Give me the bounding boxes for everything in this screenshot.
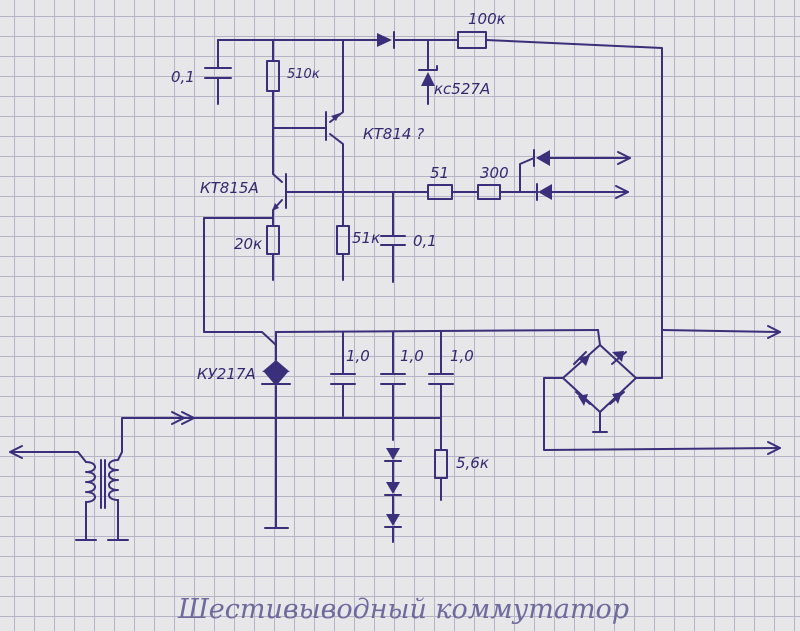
label-r-51k: 51к xyxy=(352,229,380,247)
rail-to-kt814 xyxy=(329,39,344,123)
output-diodes xyxy=(519,149,631,201)
label-c-top: 0,1 xyxy=(171,68,195,86)
transistor-kt815a xyxy=(272,127,344,227)
capacitor-1uf-b xyxy=(380,331,406,441)
thyristor-ku217a xyxy=(261,331,291,529)
diode-top xyxy=(374,31,429,49)
label-c3: 1,0 xyxy=(450,347,474,365)
label-kt815a: КТ815А xyxy=(200,179,259,197)
transistor-kt814 xyxy=(272,111,344,193)
zener-diode xyxy=(418,39,438,105)
label-r-100k: 100к xyxy=(468,10,506,28)
resistor-100k xyxy=(427,31,663,331)
feedback-wire xyxy=(203,217,277,346)
capacitor-1uf-a xyxy=(330,331,356,417)
label-scr: КУ217А xyxy=(197,365,256,383)
label-c2: 1,0 xyxy=(400,347,424,365)
resistor-510k xyxy=(266,39,280,129)
label-kt814: КТ814 ? xyxy=(363,125,424,143)
label-r-5k6: 5,6к xyxy=(456,454,489,472)
label-r-300: 300 xyxy=(480,164,509,182)
label-r-20k: 20к xyxy=(234,235,262,253)
label-r-510k: 510к xyxy=(287,67,320,82)
label-zener: кс527А xyxy=(434,80,490,98)
resistor-5k6 xyxy=(434,449,448,501)
main-bus xyxy=(275,325,781,346)
resistor-20k xyxy=(266,225,280,281)
input-line xyxy=(121,411,442,453)
diode-chain xyxy=(384,448,402,543)
sheet-caption: Шестивыводный коммутатор xyxy=(177,594,629,625)
capacitor-top-left xyxy=(204,67,232,79)
resistor-51k xyxy=(336,191,350,281)
label-c-mid: 0,1 xyxy=(413,232,437,250)
capacitor-mid xyxy=(380,191,406,283)
diode-bridge xyxy=(543,329,781,455)
label-c1: 1,0 xyxy=(346,347,370,365)
resistor-300 xyxy=(477,184,521,200)
transformer xyxy=(9,445,129,541)
resistor-51 xyxy=(427,184,479,200)
label-r-51: 51 xyxy=(430,164,449,182)
